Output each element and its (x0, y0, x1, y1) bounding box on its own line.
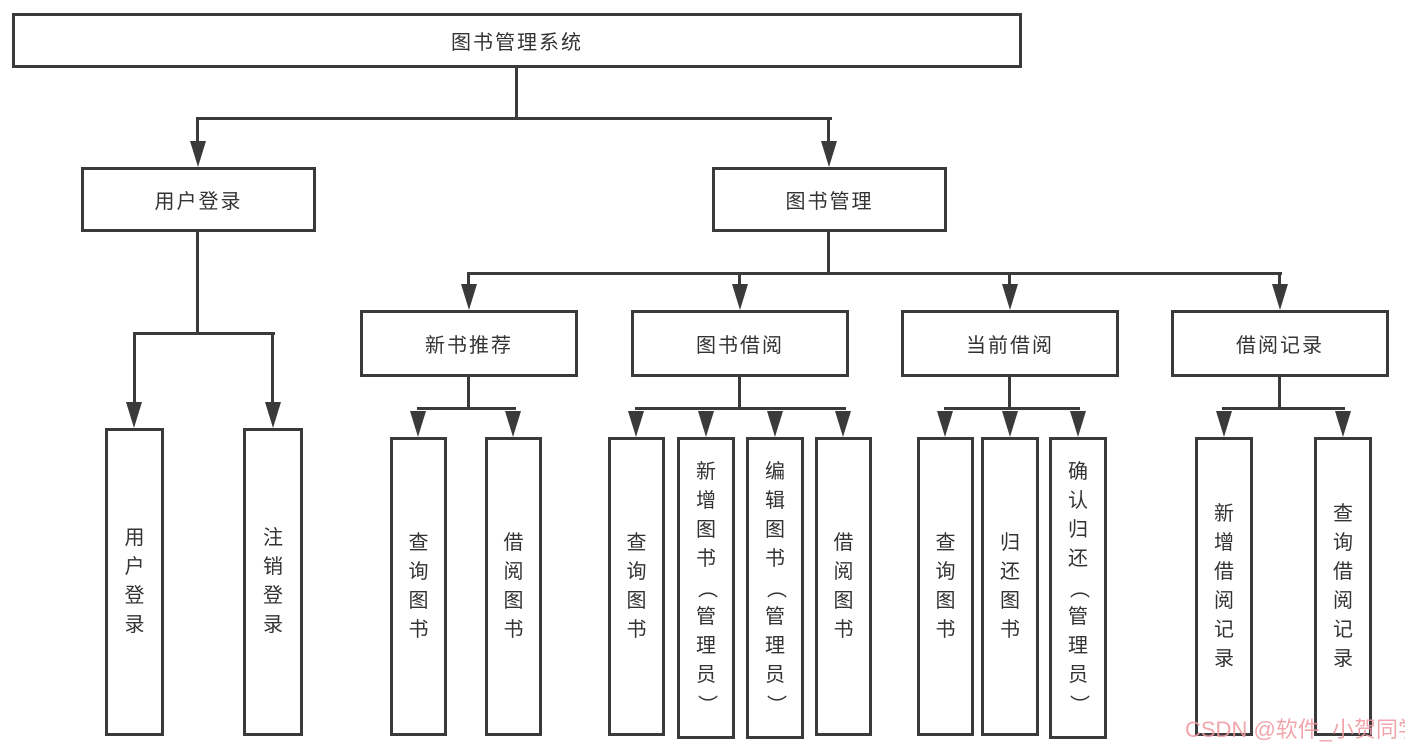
leaf-borrow-edit-books-admin-label: 编辑图书（管理员） (764, 460, 787, 715)
connector-management-down (827, 232, 830, 274)
connector-level2-horizontal (467, 272, 1282, 275)
leaf-current-return-books: 归还图书 (981, 437, 1039, 736)
connector-level3-stub (738, 272, 741, 286)
node-book-borrow-label: 图书借阅 (696, 335, 784, 357)
arrow-down-icon (1216, 411, 1232, 437)
arrow-down-icon (698, 411, 714, 437)
arrow-down-icon (126, 402, 142, 428)
arrow-down-icon (937, 411, 953, 437)
arrow-down-icon (410, 411, 426, 437)
arrow-down-icon (732, 284, 748, 310)
leaf-logout-label: 注销登录 (263, 527, 283, 636)
leaf-current-confirm-return-admin: 确认归还（管理员） (1049, 437, 1107, 739)
node-user-login: 用户登录 (81, 167, 316, 232)
leaf-current-query-books-label: 查询图书 (935, 531, 956, 641)
leaf-borrow-borrow-books: 借阅图书 (815, 437, 872, 736)
connector-recommend-down (467, 377, 470, 409)
connector-level3-stub (467, 272, 470, 286)
connector-current-horizontal (944, 407, 1080, 410)
connector-level3-stub (1008, 272, 1011, 286)
connector-records-horizontal (1222, 407, 1345, 410)
leaf-recommend-borrow-books: 借阅图书 (485, 437, 542, 736)
connector-login-down (196, 232, 199, 334)
node-book-management: 图书管理 (712, 167, 947, 232)
arrow-down-icon (1002, 411, 1018, 437)
node-borrow-records: 借阅记录 (1171, 310, 1389, 377)
leaf-logout: 注销登录 (243, 428, 303, 736)
node-new-book-recommend-label: 新书推荐 (425, 335, 513, 357)
leaf-records-add-record: 新增借阅记录 (1195, 437, 1253, 736)
leaf-borrow-query-books-label: 查询图书 (626, 531, 647, 641)
node-borrow-records-label: 借阅记录 (1236, 335, 1324, 357)
leaf-borrow-edit-books-admin: 编辑图书（管理员） (746, 437, 804, 739)
leaf-current-return-books-label: 归还图书 (1000, 531, 1020, 641)
arrow-down-icon (821, 141, 837, 167)
arrow-down-icon (265, 402, 281, 428)
connector-records-down (1278, 377, 1281, 409)
leaf-current-query-books: 查询图书 (917, 437, 974, 736)
node-book-borrow: 图书借阅 (631, 310, 849, 377)
arrow-down-icon (1335, 411, 1351, 437)
arrow-down-icon (1070, 411, 1086, 437)
arrow-down-icon (505, 411, 521, 437)
leaf-borrow-add-books-admin: 新增图书（管理员） (677, 437, 735, 739)
connector-borrow-horizontal (635, 407, 846, 410)
leaf-recommend-borrow-books-label: 借阅图书 (503, 531, 524, 641)
connector-login-leaf-stub (271, 332, 274, 404)
leaf-records-query-record: 查询借阅记录 (1314, 437, 1372, 736)
watermark: CSDN @软件_小贺同学 (1185, 717, 1405, 742)
connector-level3-stub (1278, 272, 1281, 286)
node-root-label: 图书管理系统 (451, 32, 583, 54)
connector-management-stub (827, 117, 830, 143)
node-user-login-label: 用户登录 (154, 191, 243, 213)
arrow-down-icon (1272, 284, 1288, 310)
leaf-recommend-query-books-label: 查询图书 (408, 531, 429, 641)
connector-recommend-horizontal (417, 407, 516, 410)
leaf-borrow-query-books: 查询图书 (608, 437, 665, 736)
node-current-borrow-label: 当前借阅 (966, 335, 1054, 357)
connector-current-down (1008, 377, 1011, 409)
leaf-borrow-borrow-books-label: 借阅图书 (833, 531, 854, 641)
connector-login-leaf-stub (133, 332, 136, 404)
node-book-management-label: 图书管理 (785, 191, 874, 213)
node-root: 图书管理系统 (12, 13, 1022, 68)
leaf-borrow-add-books-admin-label: 新增图书（管理员） (695, 460, 718, 715)
connector-borrow-down (738, 377, 741, 409)
arrow-down-icon (835, 411, 851, 437)
leaf-recommend-query-books: 查询图书 (390, 437, 447, 736)
arrow-down-icon (461, 284, 477, 310)
leaf-user-login-label: 用户登录 (124, 527, 145, 636)
connector-root-stub (515, 68, 518, 120)
leaf-current-confirm-return-admin-label: 确认归还（管理员） (1067, 460, 1090, 715)
leaf-user-login: 用户登录 (105, 428, 164, 736)
arrow-down-icon (1002, 284, 1018, 310)
node-new-book-recommend: 新书推荐 (360, 310, 578, 377)
node-current-borrow: 当前借阅 (901, 310, 1119, 377)
arrow-down-icon (190, 141, 206, 167)
connector-login-horizontal (133, 332, 275, 335)
arrow-down-icon (767, 411, 783, 437)
arrow-down-icon (628, 411, 644, 437)
leaf-records-add-record-label: 新增借阅记录 (1214, 502, 1234, 670)
leaf-records-query-record-label: 查询借阅记录 (1333, 502, 1353, 670)
connector-level1-horizontal (196, 117, 832, 120)
connector-login-stub (196, 117, 199, 143)
